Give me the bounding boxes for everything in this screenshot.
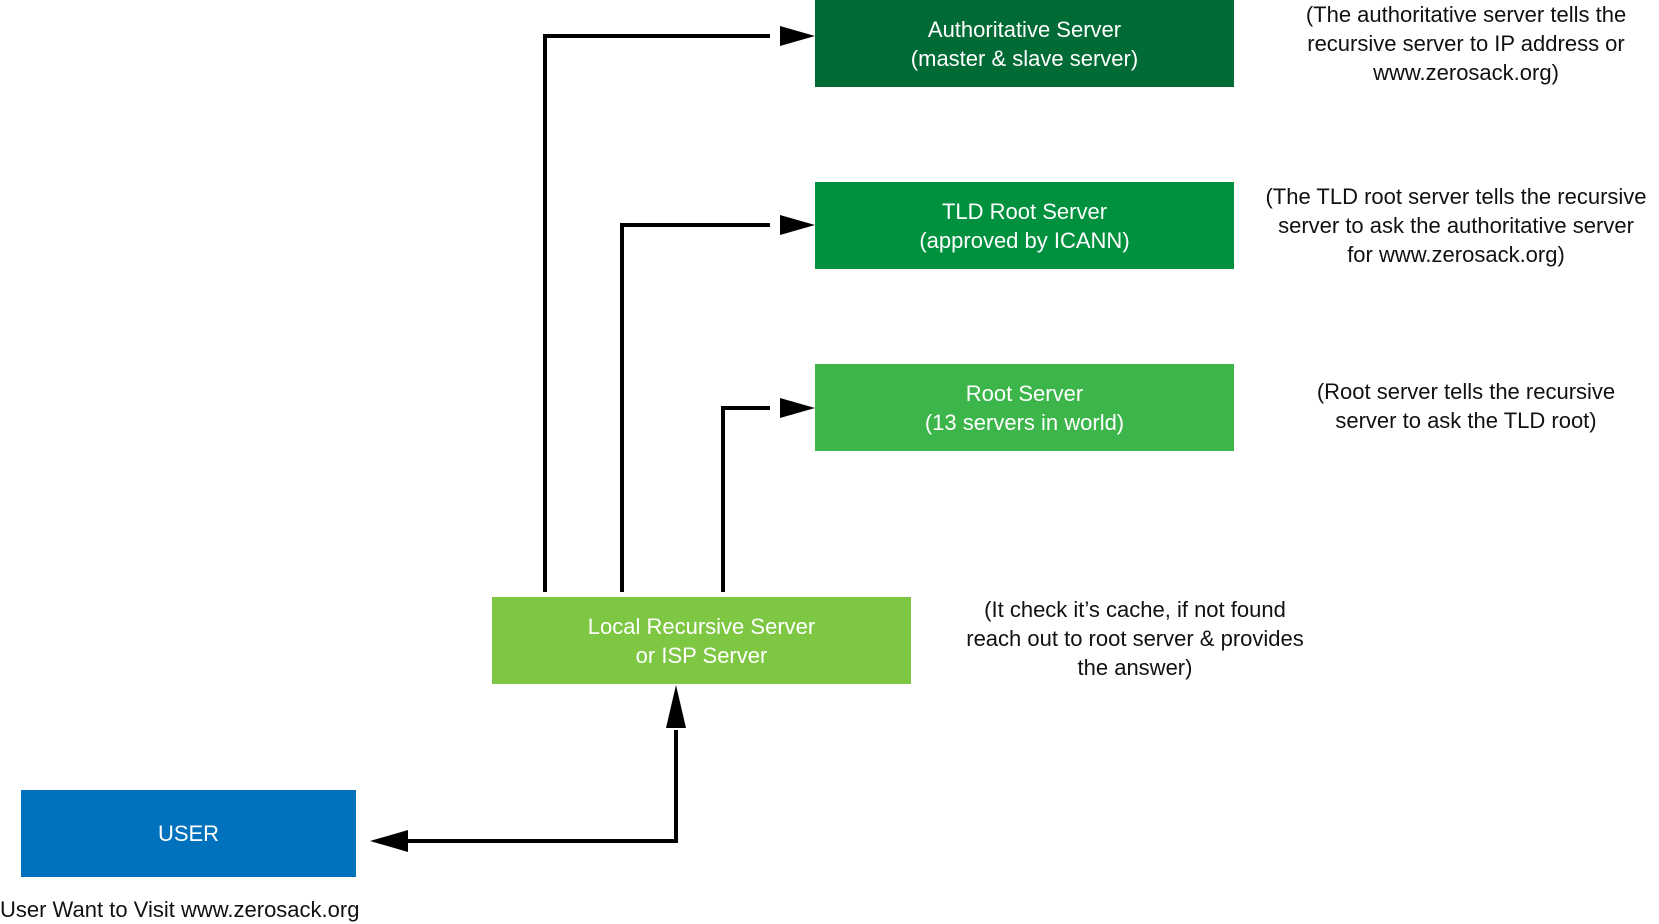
authoritative-note-line-2: recursive server to IP address or	[1307, 31, 1625, 56]
arrowhead-root	[780, 398, 815, 418]
root-note-line-1: (Root server tells the recursive	[1316, 379, 1616, 404]
tld-root-server-note: (The TLD root server tells the recursive…	[1256, 182, 1656, 269]
root-server-note: (Root server tells the recursive server …	[1256, 377, 1659, 435]
tld-note-line-2: server to ask the authoritative server	[1278, 213, 1634, 238]
arrowhead-user	[370, 830, 408, 852]
tld-note-line-1: (The TLD root server tells the recursive	[1265, 184, 1647, 209]
authoritative-note-line-3: www.zerosack.org)	[1373, 60, 1559, 85]
arrowhead-recursive	[666, 685, 686, 728]
authoritative-server-box: Authoritative Server (master & slave ser…	[815, 0, 1234, 87]
authoritative-server-subtitle: (master & slave server)	[910, 45, 1139, 71]
local-recursive-server-title: Local Recursive Server	[587, 613, 816, 639]
root-server-title: Root Server	[965, 380, 1084, 406]
user-box: USER	[21, 790, 356, 877]
arrow-user-recursive	[400, 730, 678, 843]
local-recursive-server-note: (It check it’s cache, if not found reach…	[935, 595, 1335, 682]
tld-root-server-subtitle: (approved by ICANN)	[919, 227, 1130, 253]
user-caption: User Want to Visit www.zerosack.org	[0, 897, 360, 922]
arrowhead-tld	[780, 215, 815, 235]
recursive-note-line-1: (It check it’s cache, if not found	[984, 597, 1286, 622]
root-server-box: Root Server (13 servers in world)	[815, 364, 1234, 451]
user-label: USER	[157, 821, 220, 846]
arrow-recursive-to-authoritative	[543, 34, 770, 592]
tld-root-server-box: TLD Root Server (approved by ICANN)	[815, 182, 1234, 269]
arrow-recursive-to-root	[721, 406, 770, 592]
authoritative-server-title: Authoritative Server	[927, 16, 1122, 42]
root-note-line-2: server to ask the TLD root)	[1335, 408, 1597, 433]
tld-note-line-3: for www.zerosack.org)	[1347, 242, 1565, 267]
recursive-note-line-2: reach out to root server & provides	[966, 626, 1304, 651]
authoritative-note-line-1: (The authoritative server tells the	[1305, 2, 1627, 27]
root-server-subtitle: (13 servers in world)	[924, 409, 1125, 435]
local-recursive-server-subtitle: or ISP Server	[635, 642, 768, 668]
local-recursive-server-box: Local Recursive Server or ISP Server	[492, 597, 911, 684]
tld-root-server-title: TLD Root Server	[941, 198, 1108, 224]
arrowhead-authoritative	[780, 26, 815, 46]
arrow-recursive-to-tld	[620, 223, 770, 592]
authoritative-server-note: (The authoritative server tells the recu…	[1256, 0, 1659, 87]
recursive-note-line-3: the answer)	[1077, 655, 1193, 680]
